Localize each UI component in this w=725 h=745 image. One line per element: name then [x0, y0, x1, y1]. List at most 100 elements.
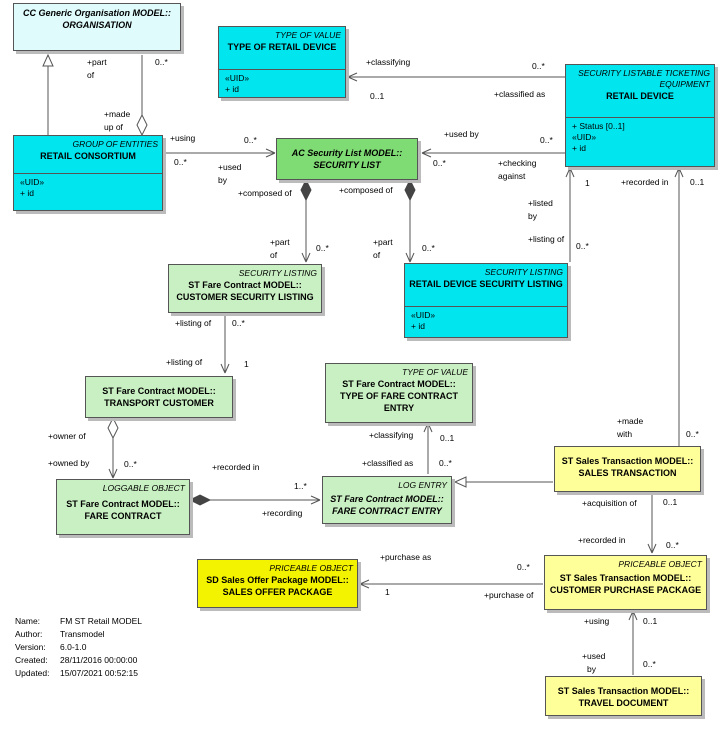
class-name: RETAIL DEVICE SECURITY LISTING	[409, 279, 563, 289]
class-name: AC Security List MODEL::	[291, 148, 403, 158]
role-label: +made	[617, 416, 644, 426]
security-list-class[interactable]: AC Security List MODEL:: SECURITY LIST	[276, 138, 418, 180]
class-name: TYPE OF FARE CONTRACT ENTRY	[339, 391, 458, 413]
multiplicity-label: 0..*	[439, 458, 452, 468]
attribute: «UID»	[572, 132, 597, 142]
multiplicity-label: 1	[385, 587, 390, 597]
type-of-fare-contract-entry-class[interactable]: TYPE OF VALUE ST Fare Contract MODEL:: T…	[325, 363, 473, 423]
class-name: ST Fare Contract MODEL::	[342, 379, 456, 389]
arrowhead	[405, 252, 415, 263]
multiplicity-label: 0..*	[433, 158, 446, 168]
arrowhead	[310, 495, 321, 505]
customer-security-listing-class[interactable]: SECURITY LISTING ST Fare Contract MODEL:…	[168, 264, 322, 313]
type-of-retail-device-class[interactable]: TYPE OF VALUE TYPE OF RETAIL DEVICE «UID…	[218, 26, 346, 98]
multiplicity-label: 0..1	[440, 433, 455, 443]
role-label: +part	[87, 57, 107, 67]
role-label: +used	[582, 651, 606, 661]
role-label: by	[528, 211, 537, 221]
multiplicity-label: 0..*	[643, 659, 656, 669]
stereotype: SECURITY LISTING	[484, 267, 563, 277]
travel-document-class[interactable]: ST Sales Transaction MODEL:: TRAVEL DOCU…	[545, 676, 702, 716]
organisation-class[interactable]: CC Generic Organisation MODEL:: ORGANISA…	[13, 3, 181, 51]
class-name: CUSTOMER SECURITY LISTING	[176, 292, 314, 302]
role-label: of	[373, 250, 381, 260]
role-label: +classifying	[369, 430, 414, 440]
multiplicity-label: 1..*	[294, 481, 307, 491]
role-label: +listing of	[528, 234, 565, 244]
multiplicity-label: 0..*	[422, 243, 435, 253]
role-label: +acquisition of	[582, 498, 637, 508]
role-label: +classifying	[366, 57, 411, 67]
customer-purchase-package-class[interactable]: PRICEABLE OBJECT ST Sales Transaction MO…	[544, 555, 707, 610]
role-label: +purchase as	[380, 552, 432, 562]
sales-offer-package-class[interactable]: PRICEABLE OBJECT SD Sales Offer Package …	[197, 559, 358, 608]
class-name: CUSTOMER PURCHASE PACKAGE	[549, 585, 702, 595]
role-label: +used by	[444, 129, 479, 139]
retail-device-class[interactable]: SECURITY LISTABLE TICKETING EQUIPMENT RE…	[565, 64, 715, 167]
attribute: «UID»	[411, 310, 436, 320]
attribute: + id	[20, 188, 34, 198]
role-label: by	[218, 175, 227, 185]
role-label: +recorded in	[212, 462, 260, 472]
composition-diamond	[300, 178, 312, 202]
class-name: ST Sales Transaction MODEL::	[557, 686, 690, 696]
stereotype: LOGGABLE OBJECT	[102, 483, 185, 493]
role-label: +composed of	[339, 185, 393, 195]
class-name: ST Fare Contract MODEL::	[330, 494, 444, 504]
multiplicity-label: 1	[244, 359, 249, 369]
multiplicity-label: 0..1	[370, 91, 385, 101]
multiplicity-label: 0..*	[124, 459, 137, 469]
info-value: 6.0-1.0	[60, 642, 87, 652]
retail-consortium-class[interactable]: GROUP OF ENTITIES RETAIL CONSORTIUM «UID…	[13, 135, 163, 211]
class-name: ST Sales Transaction MODEL::	[561, 456, 694, 466]
attribute: «UID»	[225, 73, 250, 83]
role-label: +listed	[528, 198, 553, 208]
stereotype: LOG ENTRY	[398, 480, 447, 490]
class-name: SECURITY LIST	[313, 160, 381, 170]
attribute: + id	[225, 84, 239, 94]
class-name: SALES TRANSACTION	[578, 468, 677, 478]
arrowhead	[108, 468, 118, 479]
attribute: «UID»	[20, 177, 45, 187]
multiplicity-label: 0..*	[244, 135, 257, 145]
stereotype: PRICEABLE OBJECT	[618, 559, 702, 569]
class-name: ST Fare Contract MODEL::	[102, 386, 216, 396]
info-key: Updated:	[15, 668, 50, 678]
role-label: against	[498, 171, 526, 181]
role-label: of	[87, 70, 95, 80]
fare-contract-class[interactable]: LOGGABLE OBJECT ST Fare Contract MODEL::…	[56, 479, 190, 535]
multiplicity-label: 0..*	[155, 57, 168, 67]
stereotype: TYPE OF VALUE	[402, 367, 468, 377]
arrowhead	[265, 148, 276, 158]
arrowhead	[347, 72, 358, 82]
fare-contract-entry-class[interactable]: LOG ENTRY ST Fare Contract MODEL:: FARE …	[322, 476, 452, 524]
role-label: +using	[584, 616, 610, 626]
role-label: +part	[270, 237, 290, 247]
transport-customer-class[interactable]: ST Fare Contract MODEL:: TRANSPORT CUSTO…	[85, 376, 233, 418]
multiplicity-label: 0..*	[517, 562, 530, 572]
arrowhead	[565, 167, 575, 178]
info-key: Created:	[15, 655, 48, 665]
role-label: +checking	[498, 158, 537, 168]
retail-device-security-listing-class[interactable]: SECURITY LISTING RETAIL DEVICE SECURITY …	[404, 263, 568, 338]
multiplicity-label: 0..*	[576, 241, 589, 251]
stereotype: SECURITY LISTING	[238, 268, 317, 278]
class-name: TRANSPORT CUSTOMER	[104, 398, 214, 408]
class-name: ST Fare Contract MODEL::	[66, 499, 180, 509]
info-key: Version:	[15, 642, 46, 652]
composition-diamond	[404, 178, 416, 202]
class-name: RETAIL CONSORTIUM	[40, 151, 136, 161]
class-name: TRAVEL DOCUMENT	[578, 698, 669, 708]
aggregation-diamond	[136, 113, 148, 137]
role-label: +listing of	[166, 357, 203, 367]
arrowhead	[628, 610, 638, 621]
role-label: +part	[373, 237, 393, 247]
arrowhead	[674, 167, 684, 178]
sales-transaction-class[interactable]: ST Sales Transaction MODEL:: SALES TRANS…	[554, 446, 701, 492]
multiplicity-label: 0..1	[643, 616, 658, 626]
role-label: by	[587, 664, 596, 674]
multiplicity-label: 1	[585, 178, 590, 188]
role-label: with	[617, 429, 633, 439]
multiplicity-label: 0..*	[174, 157, 187, 167]
